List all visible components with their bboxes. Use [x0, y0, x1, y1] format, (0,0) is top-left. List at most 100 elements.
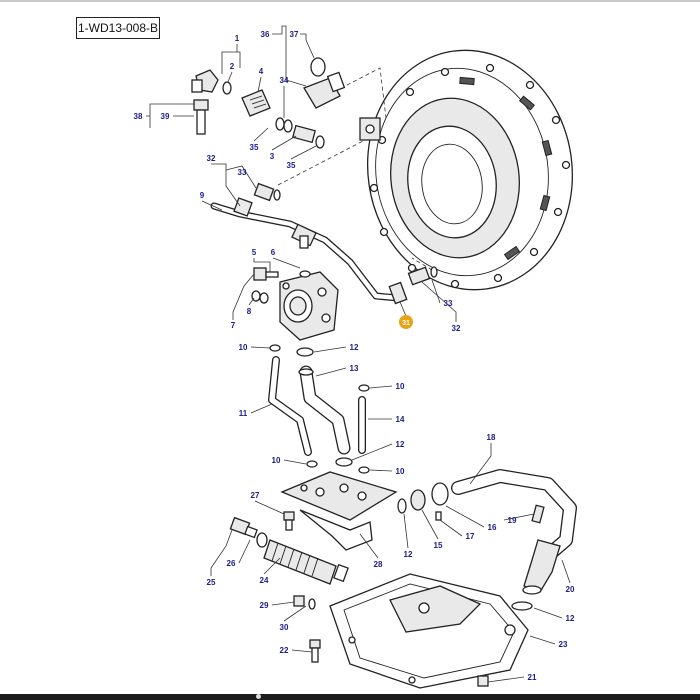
o-ring-part-10-d [358, 466, 370, 474]
callout-number: 12 [350, 343, 359, 352]
fitting-part-2 [222, 81, 232, 95]
alignment-line-pipe [277, 139, 366, 186]
hose-part-11 [268, 356, 312, 456]
callout-number: 4 [259, 67, 264, 76]
drawing-reference-code: 1-WD13-008-B [76, 17, 160, 39]
callout-number: 12 [396, 440, 405, 449]
callout-c32a: 32 [207, 154, 216, 163]
callout-number: 6 [271, 248, 276, 257]
plug-part-26 [229, 516, 258, 539]
callout-number: 8 [247, 307, 252, 316]
callout-number: 31 [402, 320, 410, 327]
callout-c11: 11 [239, 409, 248, 418]
callout-c23: 23 [559, 640, 568, 649]
callout-c35a: 35 [250, 143, 259, 152]
o-ring-part-10-a [269, 344, 281, 352]
callout-number: 10 [239, 343, 248, 352]
callout-c27: 27 [251, 491, 260, 500]
callout-c35b: 35 [287, 161, 296, 170]
callout-number: 16 [488, 523, 497, 532]
callout-number: 30 [280, 623, 289, 632]
union-part-3 [291, 124, 317, 144]
callout-number: 27 [251, 491, 260, 500]
callout-c10c: 10 [272, 456, 281, 465]
callout-number: 3 [270, 152, 275, 161]
callout-number: 35 [287, 161, 296, 170]
callout-number: 36 [261, 30, 270, 39]
callout-number: 38 [134, 112, 143, 121]
bolt-part-5 [253, 267, 279, 281]
callout-c2: 2 [230, 62, 235, 71]
callout-c28: 28 [374, 560, 383, 569]
alignment-line-lower [411, 257, 433, 271]
callout-number: 24 [260, 576, 269, 585]
elbow-pipe-part-20 [522, 539, 561, 595]
callout-number: 17 [466, 532, 475, 541]
drawing-reference-code-text: 1-WD13-008-B [77, 21, 159, 35]
seal-part-8 [251, 290, 269, 304]
bolt-part-27 [283, 511, 295, 531]
callout-number: 25 [207, 578, 216, 587]
callout-c18: 18 [487, 433, 496, 442]
callout-c34: 34 [280, 76, 289, 85]
callout-c10a: 10 [239, 343, 248, 352]
o-ring-part-37 [310, 57, 326, 77]
callout-c10b: 10 [396, 382, 405, 391]
callout-c12c: 12 [404, 550, 413, 559]
washer-part-30 [308, 598, 316, 610]
callout-number: 35 [250, 143, 259, 152]
o-ring-part-12-c [397, 498, 407, 514]
pin-part-17 [435, 511, 442, 521]
pump-block [279, 271, 339, 341]
sleeve-part-16 [431, 482, 449, 506]
callout-c38: 38 [134, 112, 143, 121]
callout-c22: 22 [280, 646, 289, 655]
hose-part-18 [451, 469, 577, 559]
callout-number: 26 [227, 559, 236, 568]
callout-number: 7 [231, 321, 236, 330]
callout-c29: 29 [260, 601, 269, 610]
top-border [0, 0, 700, 2]
callout-number: 33 [444, 299, 453, 308]
callout-number: 9 [200, 191, 205, 200]
callout-c3: 3 [270, 152, 275, 161]
callout-c39: 39 [161, 112, 170, 121]
hose-part-13 [298, 365, 351, 455]
o-ring-part-12-a [296, 347, 314, 357]
callout-c36: 36 [261, 30, 270, 39]
callout-number: 19 [508, 516, 517, 525]
callout-number: 21 [528, 673, 537, 682]
plug-part-29 [293, 595, 305, 607]
drain-plug-part-21 [477, 675, 489, 687]
o-ring-part-12-b [335, 457, 353, 467]
callout-number: 28 [374, 560, 383, 569]
callout-number: 34 [280, 76, 289, 85]
callout-c21: 21 [528, 673, 537, 682]
washer-part-6 [299, 270, 311, 278]
callout-number: 14 [396, 415, 405, 424]
filter-element-part-24 [263, 539, 349, 585]
callout-number: 20 [566, 585, 575, 594]
callout-c4: 4 [259, 67, 264, 76]
oil-pan-part-23 [329, 573, 529, 689]
callout-number: 29 [260, 601, 269, 610]
o-ring-part-10-b [358, 384, 370, 392]
callout-c30: 30 [280, 623, 289, 632]
callout-c33a: 33 [238, 168, 247, 177]
callout-c14: 14 [396, 415, 405, 424]
transmission-housing [359, 49, 574, 291]
filter-head-part-28 [280, 471, 398, 551]
callout-c24: 24 [260, 576, 269, 585]
callout-c37: 37 [290, 30, 299, 39]
callout-c8: 8 [247, 307, 252, 316]
callout-number: 15 [434, 541, 443, 550]
scroll-indicator [256, 694, 261, 699]
callout-c15: 15 [434, 541, 443, 550]
seal-part-25 [256, 532, 268, 548]
callout-number: 2 [230, 62, 235, 71]
sleeve-part-15 [410, 489, 426, 511]
callout-number: 32 [207, 154, 216, 163]
callout-number: 39 [161, 112, 170, 121]
connector-part-36 [303, 71, 346, 109]
